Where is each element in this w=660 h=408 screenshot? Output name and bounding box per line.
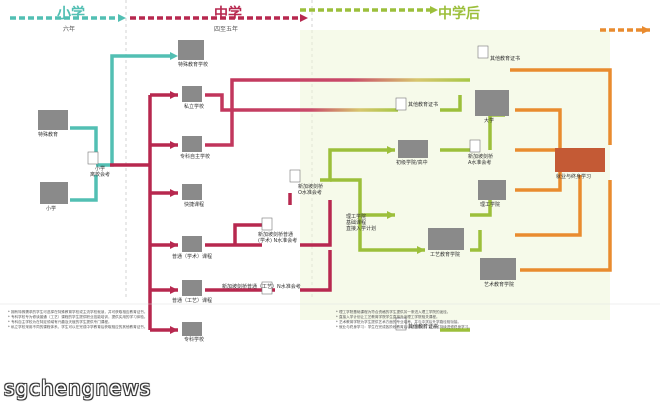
university-building-icon (475, 90, 509, 116)
label-polytechnic: 理工学院 (480, 202, 501, 208)
header-primary: 小学 (57, 6, 85, 22)
post-arrowheads (387, 6, 438, 254)
footnote-left-1: * 拥有特殊需求的学生可选择在特殊教育学校或主流学校就读，并可获取相应教育证书。 (8, 310, 148, 314)
header-primary-sub: 六年 (63, 26, 76, 33)
primary-flows (10, 16, 170, 202)
n-academic-cert-icon (261, 217, 273, 231)
ite-building-icon (428, 228, 464, 250)
a-level-cert-icon (469, 139, 481, 153)
label-normal-academic: 普通（学术）课程 (172, 254, 213, 260)
arts-building-icon (480, 258, 516, 280)
footnote-left-4: * 私立学校采用不同的课程体系，学生可以在完成中学教育后获取相应的其他教育证书。 (8, 325, 148, 329)
label-other-cert-bottom: 其他教育证书 (408, 324, 439, 330)
footnote-left-2: * 专科学校专为修读普通（工艺）课程的学生提供职业技能培训，提供实用的学习体验。 (8, 315, 148, 319)
label-poly-foundation: 理工学院 基础课程 (346, 214, 367, 226)
header-secondary: 中学 (214, 6, 242, 22)
lifelong-city-icon (555, 148, 605, 172)
footnotes-right: * 理工学院基础课程为符合资格的学生提供另一条进入理工学院的途径。 * 直接入学… (336, 310, 636, 330)
label-private-school: 私立学校 (184, 104, 205, 110)
label-lifelong: 就业与终身学习 (556, 174, 592, 180)
label-n-technical: 新加坡剑桥普通（工艺）N水准会考 (222, 284, 301, 290)
label-other-cert-mid: 其他教育证书 (408, 102, 439, 108)
label-o-level: 新加坡剑桥 O水准会考 (298, 184, 324, 196)
footnote-right-1: * 理工学院基础课程为符合资格的学生提供另一条进入理工学院的途径。 (336, 310, 451, 314)
label-a-level: 新加坡剑桥 A水准会考 (468, 154, 494, 166)
label-junior-college: 初级学院/高中 (396, 160, 428, 166)
other-cert-top-icon (477, 45, 489, 59)
o-level-cert-icon (289, 169, 301, 183)
label-specialized: 专科学校 (184, 337, 205, 343)
lifelong-arrowheads (642, 26, 650, 34)
header-secondary-sub: 四至五年 (214, 26, 239, 33)
private-school-building-icon (182, 86, 202, 102)
label-special-ed: 特殊教育 (38, 132, 59, 138)
label-other-cert-top: 其他教育证书 (490, 56, 521, 62)
label-normal-technical: 普通（工艺）课程 (172, 298, 213, 304)
building-icons (38, 40, 605, 336)
n-technical-cert-icon (261, 281, 273, 295)
secondary-arrowheads (170, 14, 308, 334)
label-n-academic: 新加坡剑桥普通 (学术) N水准会考 (258, 232, 298, 244)
label-express: 快捷课程 (184, 202, 205, 208)
primary-school-building-icon (40, 182, 68, 204)
specialized-school-building-icon (182, 322, 202, 336)
psle-cert-icon (87, 151, 99, 165)
label-specialized-indep: 专科自主学校 (180, 154, 211, 160)
other-cert-mid-icon (395, 97, 407, 111)
normal-academic-building-icon (182, 236, 202, 252)
footnote-right-2: * 直接入学计划让工艺教育学院学生直接升读理工学院相关课程。 (336, 315, 440, 319)
junior-college-building-icon (398, 140, 428, 158)
footnote-right-4: * 就业与终身学习：学生在完成各阶段教育后可选择就业，并通过持续进修终身学习。 (336, 325, 472, 329)
label-special-ed-school: 特殊教育学校 (178, 62, 209, 68)
special-ed-building-icon (38, 110, 68, 130)
label-primary-school: 小学 (46, 206, 57, 212)
normal-technical-building-icon (182, 280, 202, 296)
label-arts: 艺术教育学院 (484, 282, 515, 288)
label-psle: 小学 离校会考 (90, 166, 111, 178)
polytechnic-building-icon (478, 180, 506, 200)
express-building-icon (182, 184, 202, 200)
footnote-left-3: * 专科自主学校为在特定领域有兴趣及天赋的学生提供专门课程。 (8, 320, 112, 324)
lifelong-flows (510, 28, 650, 272)
watermark: sgchengnews (4, 376, 152, 400)
other-cert-bottom-icon (395, 317, 407, 331)
footnotes-left: * 拥有特殊需求的学生可选择在特殊教育学校或主流学校就读，并可获取相应教育证书。… (8, 310, 308, 330)
label-direct-entry: 直接入学计划 (346, 226, 377, 232)
special-ed-school-building-icon (178, 40, 204, 60)
specialized-indep-building-icon (182, 136, 202, 152)
primary-arrowheads (118, 14, 178, 60)
label-ite: 工艺教育学院 (430, 252, 461, 258)
label-university: 大学 (484, 118, 495, 124)
footnote-right-3: * 艺术教育学院为学生提供艺术方面的专业培养，并与中学后升学路径相衔接。 (336, 320, 462, 324)
header-post: 中学后 (438, 6, 480, 22)
